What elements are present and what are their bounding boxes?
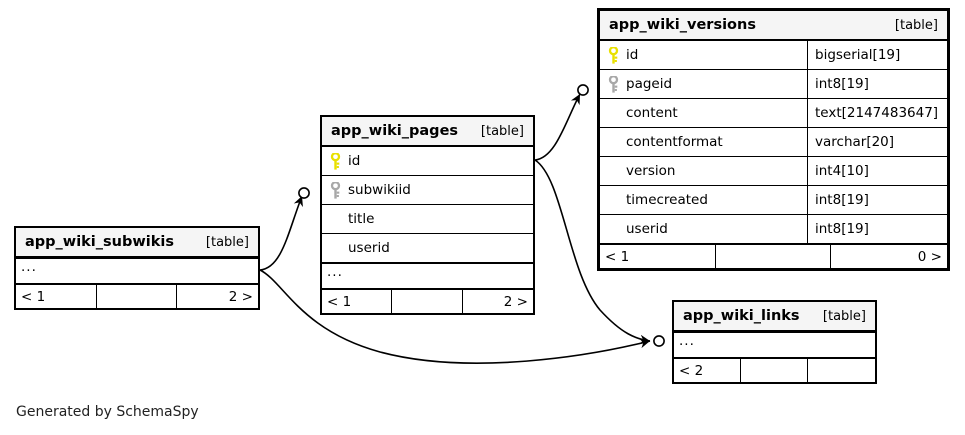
column-type: int8[19]	[815, 221, 869, 237]
child-relationship-count: 0 >	[917, 248, 942, 265]
parent-relationship-count: < 2	[674, 359, 741, 382]
column-type-cell: text[2147483647]	[807, 99, 947, 127]
table-kind-label: [table]	[205, 234, 249, 250]
column-name-cell: id	[600, 41, 807, 69]
primary-key-icon	[600, 46, 626, 64]
table-footer-row: < 1 2 >	[16, 284, 258, 308]
table-column-row: version int4[10]	[600, 157, 947, 186]
parent-relationship-count: < 1	[16, 285, 97, 308]
table-column-row: contentformat varchar[20]	[600, 128, 947, 157]
parent-relationship-count: < 1	[600, 245, 716, 268]
hidden-columns-ellipsis-row: ...	[322, 263, 533, 289]
column-name-cell: userid	[600, 215, 807, 243]
child-relationship-count	[808, 359, 875, 382]
column-type-cell: int8[19]	[807, 215, 947, 243]
footer-middle-cell	[741, 359, 808, 382]
footer-middle-cell	[392, 290, 463, 313]
table-header: app_wiki_links [table]	[674, 302, 875, 332]
column-name: id	[348, 153, 361, 169]
footer-middle-cell	[97, 285, 178, 308]
foreign-key-icon	[600, 75, 626, 93]
table-name: app_wiki_pages	[331, 123, 459, 139]
column-name-cell: title	[322, 205, 533, 233]
table-app_wiki_versions[interactable]: app_wiki_versions [table] id bigserial[19] p…	[597, 8, 950, 271]
footer-middle-cell	[716, 245, 832, 268]
ellipsis-text: ...	[21, 259, 37, 276]
column-name: pageid	[626, 76, 673, 92]
table-column-row: userid int8[19]	[600, 215, 947, 244]
ellipsis-text: ...	[327, 264, 343, 281]
hidden-columns-ellipsis-row: ...	[674, 332, 875, 358]
hidden-columns-ellipsis-row: ...	[16, 258, 258, 284]
child-relationship-count: 2 >	[503, 293, 528, 310]
table-column-row: subwikiid	[322, 176, 533, 205]
ellipsis-text: ...	[679, 333, 695, 350]
edge-pages-to-versions	[534, 84, 589, 161]
table-column-row: userid	[322, 234, 533, 263]
column-type: text[2147483647]	[815, 105, 939, 121]
column-type: int4[10]	[815, 163, 869, 179]
table-column-row: id bigserial[19]	[600, 41, 947, 70]
column-name-cell: version	[600, 157, 807, 185]
table-app_wiki_pages[interactable]: app_wiki_pages [table] id subwikiid title use…	[320, 115, 535, 315]
parent-relationship-count: < 1	[322, 290, 393, 313]
column-name-cell: pageid	[600, 70, 807, 98]
column-name-cell: id	[322, 147, 533, 175]
column-name: subwikiid	[348, 182, 411, 198]
column-type-cell: int4[10]	[807, 157, 947, 185]
column-name: userid	[626, 221, 668, 237]
edge-subwikis-to-pages	[259, 187, 310, 271]
table-kind-label: [table]	[822, 308, 866, 324]
table-footer-row: < 1 2 >	[322, 289, 533, 313]
table-column-row: content text[2147483647]	[600, 99, 947, 128]
column-type: bigserial[19]	[815, 47, 901, 63]
column-type-cell: bigserial[19]	[807, 41, 947, 69]
column-type-cell: int8[19]	[807, 70, 947, 98]
table-footer-row: < 1 0 >	[600, 244, 947, 268]
table-header: app_wiki_pages [table]	[322, 117, 533, 147]
table-name: app_wiki_subwikis	[25, 234, 174, 250]
table-kind-label: [table]	[894, 17, 938, 33]
column-name-cell: contentformat	[600, 128, 807, 156]
column-type: int8[19]	[815, 76, 869, 92]
table-footer-row: < 2	[674, 358, 875, 382]
column-name-cell: timecreated	[600, 186, 807, 214]
column-name-cell: content	[600, 99, 807, 127]
column-name: version	[626, 163, 676, 179]
table-app_wiki_subwikis[interactable]: app_wiki_subwikis [table]... < 1 2 >	[14, 226, 260, 310]
column-type: varchar[20]	[815, 134, 895, 150]
column-name: timecreated	[626, 192, 708, 208]
column-type: int8[19]	[815, 192, 869, 208]
table-column-row: title	[322, 205, 533, 234]
column-name-cell: userid	[322, 234, 533, 262]
diagram-caption: Generated by SchemaSpy	[16, 404, 199, 420]
table-kind-label: [table]	[480, 123, 524, 139]
column-name-cell: subwikiid	[322, 176, 533, 204]
child-relationship-count: 2 >	[228, 288, 253, 305]
column-name: id	[626, 47, 639, 63]
table-app_wiki_links[interactable]: app_wiki_links [table]... < 2	[672, 300, 877, 384]
table-name: app_wiki_links	[683, 308, 800, 324]
column-name: content	[626, 105, 678, 121]
primary-key-icon	[322, 152, 348, 170]
table-header: app_wiki_versions [table]	[600, 11, 947, 41]
column-type-cell: int8[19]	[807, 186, 947, 214]
column-name: title	[348, 211, 375, 227]
column-name: contentformat	[626, 134, 723, 150]
table-column-row: timecreated int8[19]	[600, 186, 947, 215]
table-column-row: pageid int8[19]	[600, 70, 947, 99]
table-header: app_wiki_subwikis [table]	[16, 228, 258, 258]
table-column-row: id	[322, 147, 533, 176]
foreign-key-icon	[322, 181, 348, 199]
column-name: userid	[348, 240, 390, 256]
table-name: app_wiki_versions	[609, 17, 756, 33]
column-type-cell: varchar[20]	[807, 128, 947, 156]
